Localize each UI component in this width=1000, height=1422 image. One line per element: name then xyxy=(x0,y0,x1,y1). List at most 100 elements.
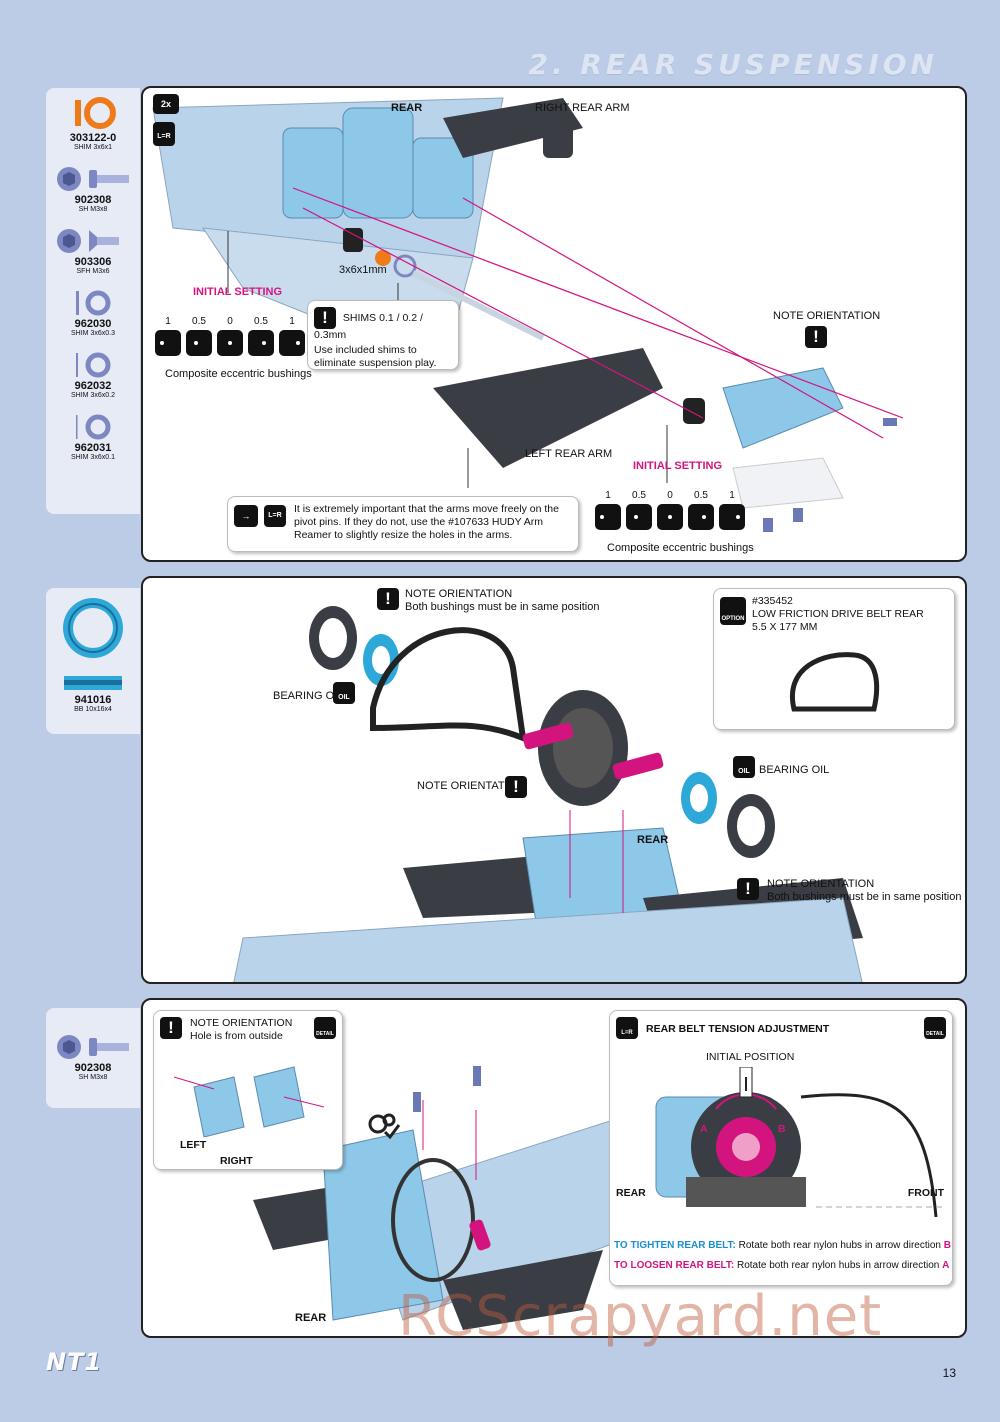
part-screw-sh: 902308 SH M3x8 xyxy=(46,164,140,214)
note-orientation-text: Both bushings must be in same position xyxy=(767,891,962,903)
loosen-instruction: TO LOOSEN REAR BELT: Rotate both rear ny… xyxy=(614,1259,949,1272)
shim-icon xyxy=(76,290,111,316)
bushing-row xyxy=(595,504,745,530)
parts-sidebar-bot: 902308 SH M3x8 xyxy=(46,1008,140,1108)
part-desc: SHIM 3x6x0.1 xyxy=(71,454,115,461)
bushing-value: 0.5 xyxy=(694,490,708,501)
bushing-values: 1 0.5 0 0.5 1 xyxy=(595,490,745,501)
shim-icon xyxy=(75,97,116,129)
direction-b-label: B xyxy=(778,1123,786,1135)
right-label: RIGHT xyxy=(220,1155,253,1167)
step-panel-belt-tension: ! NOTE ORIENTATION Hole is from outside … xyxy=(141,998,967,1338)
part-desc: SH M3x8 xyxy=(78,1074,108,1081)
option-thumbs-up-icon: OPTION xyxy=(720,597,746,625)
warning-icon: ! xyxy=(160,1017,182,1039)
warning-icon: ! xyxy=(314,307,336,329)
tighten-text: Rotate both rear nylon hubs in arrow dir… xyxy=(738,1240,941,1251)
part-code: 903306 xyxy=(74,256,112,268)
initial-setting-label: INITIAL SETTING xyxy=(193,286,283,298)
part-desc: SHIM 3x6x0.2 xyxy=(71,392,115,399)
shims-text: Use included shims to eliminate suspensi… xyxy=(314,344,437,369)
option-belt-box: OPTION #335452 LOW FRICTION DRIVE BELT R… xyxy=(713,588,955,730)
direction-a-label: A xyxy=(700,1123,708,1135)
part-shim-03: 962030 SHIM 3x6x0.3 xyxy=(46,288,140,338)
bushing-row xyxy=(155,330,305,356)
drive-belt-icon xyxy=(789,652,880,712)
note-orientation-label: NOTE ORIENTATION xyxy=(417,780,525,792)
shims-title: SHIMS 0.1 / 0.2 / 0.3mm xyxy=(314,311,423,341)
oil-icon: OIL xyxy=(733,756,755,778)
rear-label: REAR xyxy=(391,102,423,114)
parts-sidebar-mid: 941016 BB 10x16x4 xyxy=(46,588,140,734)
arm-free-movement-warning: → L=R It is extremely important that the… xyxy=(227,496,579,552)
ball-bearing-icon xyxy=(63,598,123,690)
belt-tension-box: L=R REAR BELT TENSION ADJUSTMENT DETAIL … xyxy=(609,1010,953,1286)
bushing-value: 1 xyxy=(605,490,611,501)
composite-bushings-label: Composite eccentric bushings xyxy=(607,542,754,554)
bushing-value: 1 xyxy=(729,490,735,501)
part-code: 902308 xyxy=(74,1062,112,1074)
loosen-text: Rotate both rear nylon hubs in arrow dir… xyxy=(736,1260,940,1271)
right-rear-arm-label: RIGHT REAR ARM xyxy=(535,102,630,114)
bearing-oil-label: BEARING OIL xyxy=(273,690,344,702)
part-code: 962031 xyxy=(74,442,112,454)
detail-magnifier-icon: DETAIL xyxy=(314,1017,336,1039)
part-shim-1: 303122-0 SHIM 3x6x1 xyxy=(46,94,140,152)
part-code: 962032 xyxy=(74,380,112,392)
chassis-illustration xyxy=(253,1066,624,1330)
step-panel-differential: ! NOTE ORIENTATION Both bushings must be… xyxy=(141,576,967,984)
page-title: 2. REAR SUSPENSION xyxy=(528,48,938,81)
tension-adjustment-illustration xyxy=(655,1067,946,1217)
bushing-value: 0.5 xyxy=(254,316,268,327)
note-orientation-title: NOTE ORIENTATION xyxy=(405,588,513,600)
note-orientation-box: ! NOTE ORIENTATION Hole is from outside … xyxy=(153,1010,343,1170)
socket-head-screw-icon xyxy=(57,1035,129,1059)
bushing-value: 0 xyxy=(227,316,233,327)
warning-icon: ! xyxy=(737,878,759,900)
part-code: 941016 xyxy=(74,694,112,706)
loosen-direction: A xyxy=(942,1260,950,1271)
note-orientation-label: NOTE ORIENTATION xyxy=(773,310,881,322)
rear-label: REAR xyxy=(616,1187,646,1199)
composite-bushings-label: Composite eccentric bushings xyxy=(165,368,312,380)
part-code: 902308 xyxy=(74,194,112,206)
bushing-values: 1 0.5 0 0.5 1 xyxy=(155,316,305,327)
watermark: RCScrapyard.net xyxy=(398,1284,883,1349)
tighten-instruction: TO TIGHTEN REAR BELT: Rotate both rear n… xyxy=(614,1239,951,1252)
bearing-oil-label: BEARING OIL xyxy=(759,764,830,776)
page-number: 13 xyxy=(942,1366,956,1380)
warning-icon: ! xyxy=(505,776,527,798)
rear-label: REAR xyxy=(637,834,669,846)
initial-setting-label: INITIAL SETTING xyxy=(633,460,723,472)
left-equals-right-icon: L=R xyxy=(616,1017,638,1039)
tighten-direction: B xyxy=(943,1240,951,1251)
option-text: LOW FRICTION DRIVE BELT REAR 5.5 X 177 M… xyxy=(752,608,924,633)
bulkhead-parts-illustration xyxy=(174,1066,324,1137)
part-code: 962030 xyxy=(74,318,112,330)
part-shim-01: 962031 SHIM 3x6x0.1 xyxy=(46,412,140,462)
shims-note: ! SHIMS 0.1 / 0.2 / 0.3mm Use included s… xyxy=(307,300,459,370)
quantity-badge: 2x xyxy=(153,94,179,114)
socket-head-screw-icon xyxy=(57,167,129,191)
part-desc: SHIM 3x6x0.3 xyxy=(71,330,115,337)
left-label: LEFT xyxy=(180,1139,207,1151)
note-orientation-text: Both bushings must be in same position xyxy=(405,601,600,613)
part-code: 303122-0 xyxy=(69,132,117,144)
part-screw-sfh: 903306 SFH M3x6 xyxy=(46,226,140,276)
tighten-label: TO TIGHTEN REAR BELT: xyxy=(614,1240,736,1251)
bushing-value: 0.5 xyxy=(632,490,646,501)
part-desc: SHIM 3x6x1 xyxy=(73,144,113,151)
part-shim-02: 962032 SHIM 3x6x0.2 xyxy=(46,350,140,400)
reamer-tool-icon: → xyxy=(234,505,258,527)
bushing-value: 1 xyxy=(165,316,171,327)
part-desc: SFH M3x6 xyxy=(76,268,110,275)
option-code: #335452 xyxy=(752,595,793,607)
gear-check-icon xyxy=(368,1113,401,1140)
shim-icon xyxy=(76,414,111,440)
nt1-logo: NT1 xyxy=(46,1348,103,1376)
left-rear-arm-label: LEFT REAR ARM xyxy=(525,448,613,460)
rear-arms-illustration xyxy=(152,97,904,532)
initial-position-label: INITIAL POSITION xyxy=(706,1051,795,1063)
warning-icon: ! xyxy=(805,326,827,348)
bushing-value: 0 xyxy=(667,490,673,501)
